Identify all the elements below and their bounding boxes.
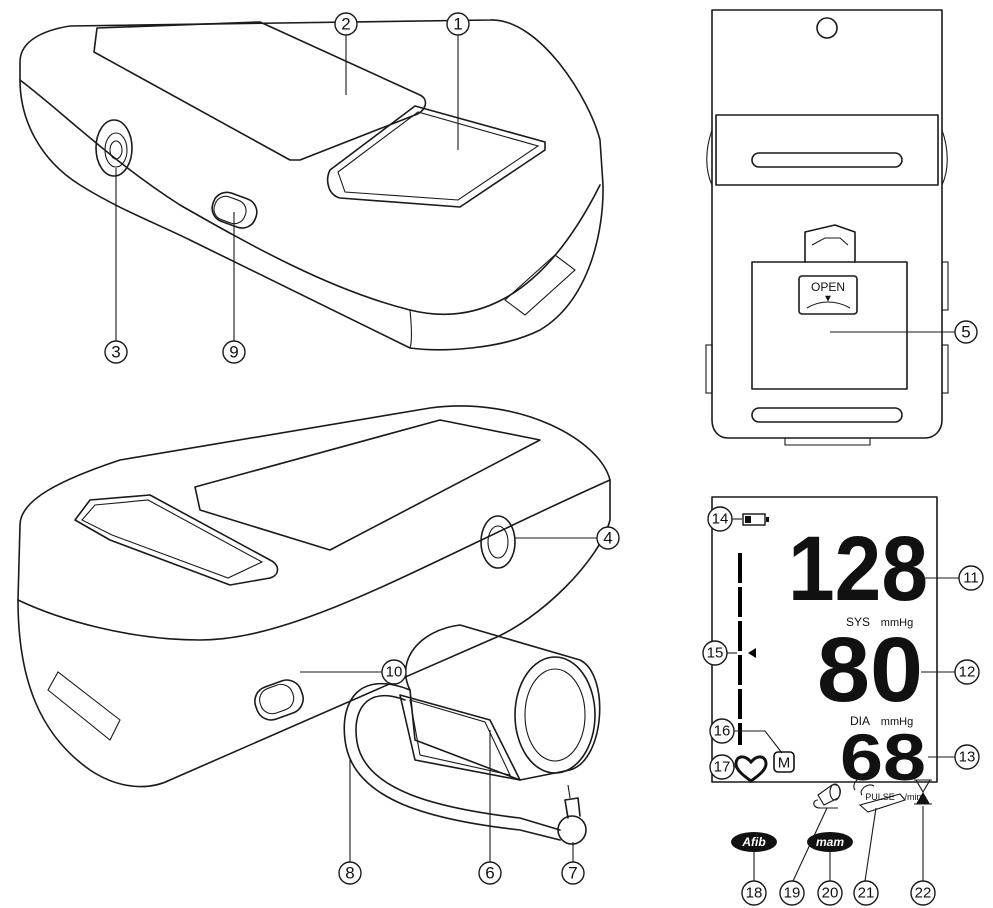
svg-text:9: 9 (229, 343, 238, 362)
svg-text:3: 3 (111, 343, 120, 362)
hourglass-icon (914, 779, 932, 805)
display-window (93, 21, 427, 161)
callout-11: 11 (958, 565, 984, 591)
cuff-connector (557, 815, 587, 845)
display-window-rear (194, 419, 541, 551)
mam-badge (807, 832, 853, 852)
scale-pointer (748, 648, 756, 658)
svg-text:13: 13 (959, 749, 976, 766)
svg-text:19: 19 (784, 885, 801, 902)
monitor-back-view: OPEN ▼ (705, 9, 949, 446)
side-switch-rear (254, 679, 304, 721)
callout-8: 8 (338, 861, 362, 885)
afib-label: Afib (741, 835, 765, 849)
cuff-socket (95, 119, 133, 177)
systolic-value: 128 (788, 518, 928, 620)
callouts: 1 2 3 4 5 6 7 8 9 10 11 12 13 14 15 16 1… (104, 12, 984, 906)
hanging-hole (816, 17, 838, 39)
callout-10: 10 (381, 659, 407, 685)
open-arrow: ▼ (823, 294, 833, 305)
start-button (326, 105, 546, 208)
callout-13: 13 (954, 744, 980, 770)
callout-6: 6 (478, 861, 502, 885)
svg-text:7: 7 (568, 864, 577, 883)
cuff (343, 624, 601, 845)
svg-text:16: 16 (714, 723, 731, 740)
dia-unit: mmHg (881, 716, 913, 728)
callout-3: 3 (104, 340, 128, 364)
monitor-bottom-view (17, 405, 611, 788)
sys-unit: mmHg (881, 617, 913, 629)
memory-symbol: M (778, 755, 791, 772)
svg-text:5: 5 (961, 323, 970, 342)
battery-low-icon (742, 513, 769, 526)
svg-text:1: 1 (453, 15, 462, 34)
svg-text:4: 4 (603, 529, 612, 548)
lcd-display: 128 SYS mmHg 80 DIA mmHg 68 PULSE /min M (711, 496, 938, 852)
open-label: OPEN (811, 280, 845, 294)
callout-19: 19 (779, 880, 805, 906)
svg-text:2: 2 (341, 15, 350, 34)
cuff-check-icon (813, 783, 841, 809)
callout-1: 1 (446, 12, 470, 36)
callout-18: 18 (741, 880, 767, 906)
svg-text:128: 128 (788, 518, 928, 620)
callout-9: 9 (222, 340, 246, 364)
callout-14: 14 (707, 506, 733, 532)
pulse-value: 68 (840, 720, 926, 794)
svg-text:22: 22 (915, 885, 932, 902)
svg-text:18: 18 (746, 885, 763, 902)
svg-text:21: 21 (858, 885, 875, 902)
callout-5: 5 (954, 320, 978, 344)
sys-label: SYS (846, 615, 870, 629)
svg-text:10: 10 (386, 664, 403, 681)
callout-12: 12 (954, 659, 980, 685)
pulse-label: PULSE (865, 792, 895, 802)
pulse-unit: /min (904, 792, 921, 802)
svg-text:14: 14 (712, 511, 729, 528)
callout-7: 7 (561, 861, 585, 885)
callout-2: 2 (334, 12, 358, 36)
svg-text:15: 15 (707, 645, 724, 662)
dia-label: DIA (850, 714, 870, 728)
mam-label: mam (816, 835, 844, 849)
callout-22: 22 (910, 880, 936, 906)
side-switch (211, 191, 258, 229)
svg-text:11: 11 (963, 570, 979, 587)
callout-4: 4 (596, 526, 620, 550)
memory-icon (773, 751, 795, 773)
battery-compartment (751, 261, 908, 390)
callout-15: 15 (702, 640, 728, 666)
svg-text:20: 20 (822, 885, 839, 902)
svg-text:6: 6 (485, 864, 494, 883)
movement-icon (853, 775, 906, 813)
diastolic-value: 80 (817, 619, 923, 721)
svg-text:80: 80 (817, 619, 923, 721)
svg-text:12: 12 (959, 664, 976, 681)
pressure-scale (738, 553, 756, 745)
callout-17: 17 (709, 754, 735, 780)
svg-text:68: 68 (840, 720, 926, 794)
start-button-rear (74, 494, 279, 586)
monitor-top-view (19, 19, 604, 351)
afib-badge (731, 832, 777, 852)
svg-text:8: 8 (345, 864, 354, 883)
svg-text:17: 17 (714, 759, 731, 776)
callout-21: 21 (853, 880, 879, 906)
adapter-socket (480, 515, 516, 569)
callout-20: 20 (817, 880, 843, 906)
heart-icon (734, 755, 768, 783)
callout-16: 16 (709, 718, 735, 744)
